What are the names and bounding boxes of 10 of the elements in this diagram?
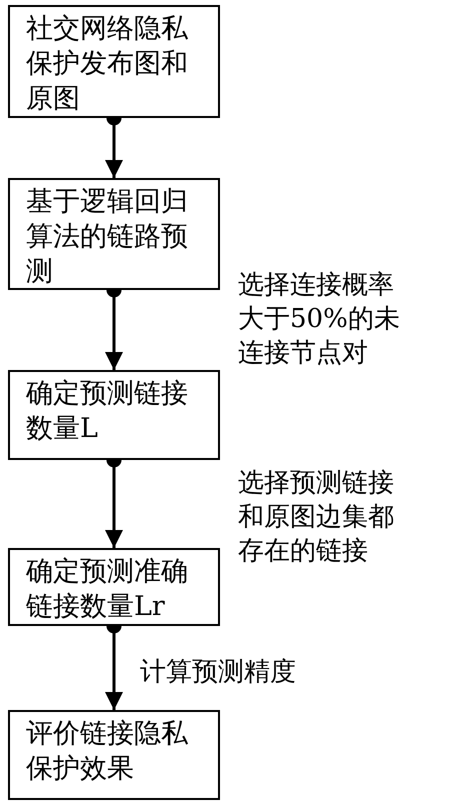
box-text: 确定预测准确链接数量Lr [26,555,189,624]
process-box [8,548,220,626]
process-box [8,710,220,800]
process-box [8,178,220,290]
box-text: 确定预测链接数量L [26,377,189,446]
process-box [8,5,220,118]
box-text: 评价链接隐私保护效果 [26,717,189,786]
process-box [8,370,220,460]
box-text: 基于逻辑回归算法的链路预测 [26,185,189,289]
box-text: 社交网络隐私保护发布图和原图 [26,12,189,116]
